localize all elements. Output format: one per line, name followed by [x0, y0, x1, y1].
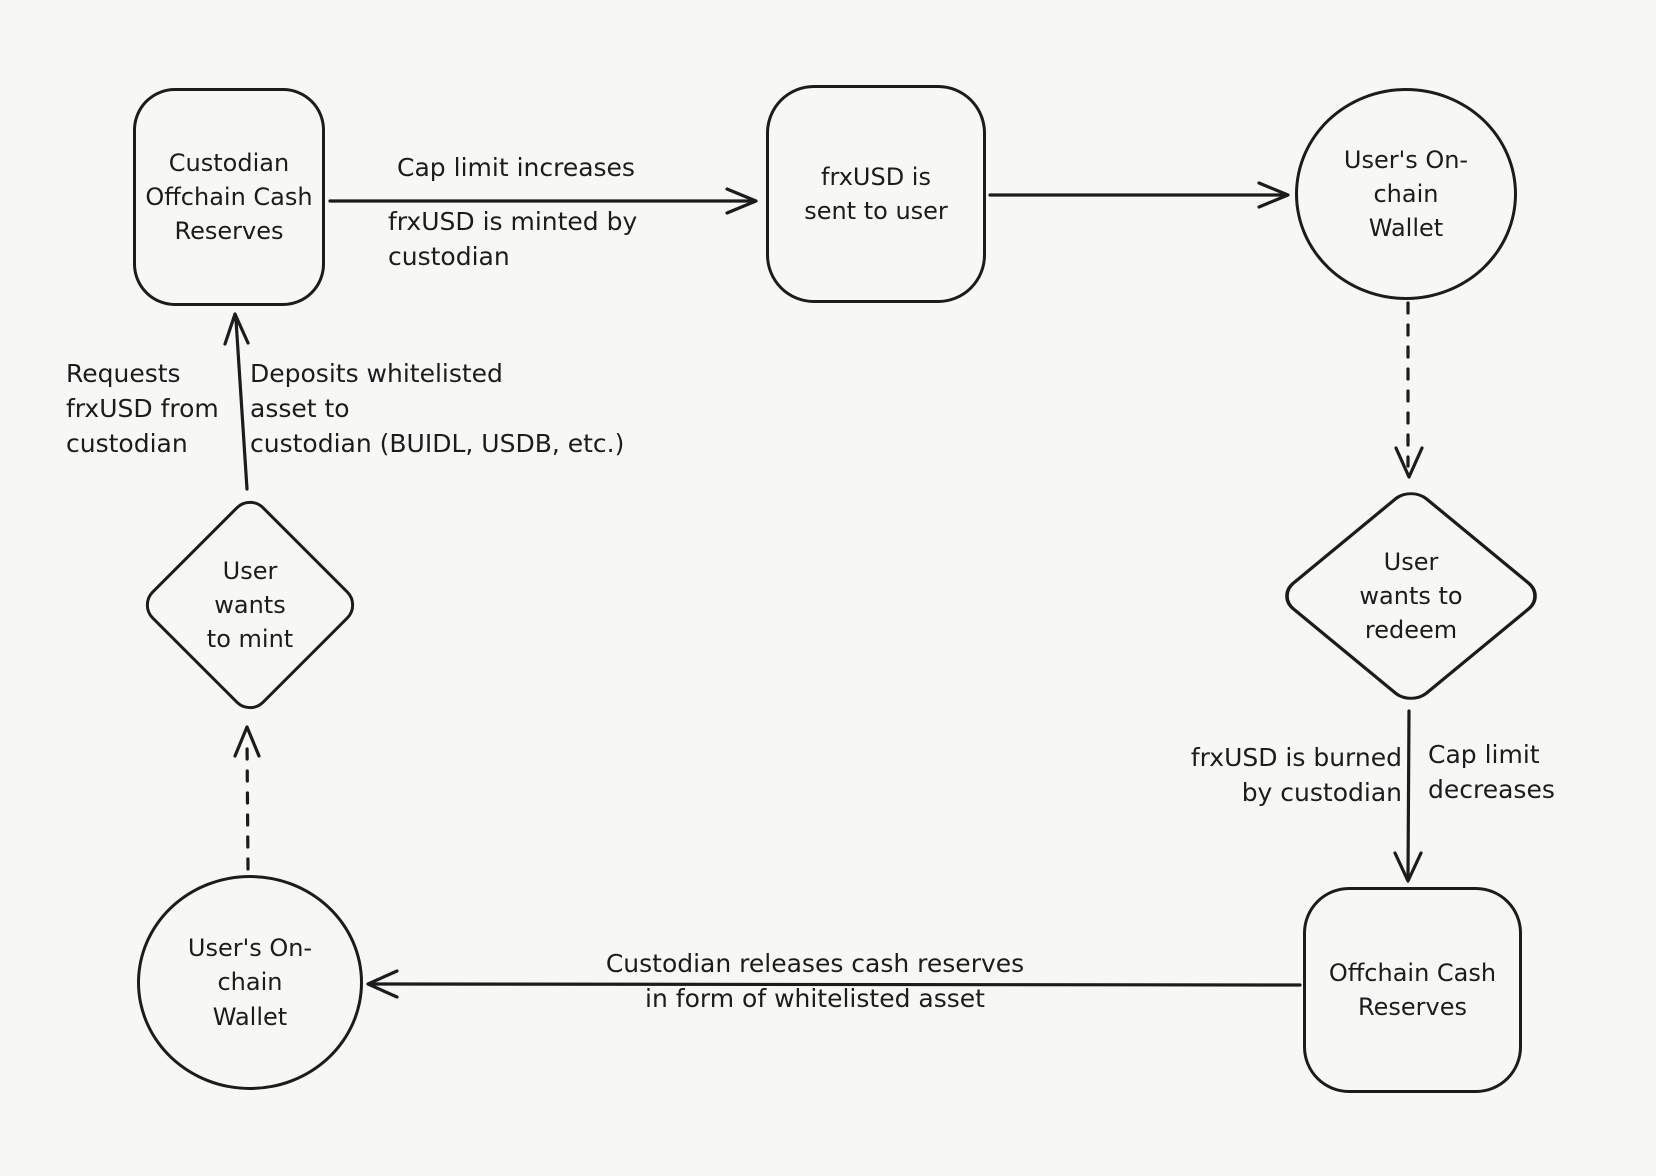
node-label: User's On- chain Wallet [1343, 145, 1469, 243]
arrow-mint-cap-increase [328, 187, 758, 215]
arrow-reserves-to-wallet [366, 969, 1302, 999]
edge-label-cap-limit-increases: Cap limit increases [397, 153, 635, 182]
edge-label-requests-frxusd: Requests frxUSD from custodian [66, 359, 219, 458]
node-users-onchain-wallet-top: User's On- chain Wallet [1295, 88, 1517, 300]
arrow-redeem-to-reserves [1393, 709, 1423, 883]
node-user-wants-to-mint: User wants to mint [137, 492, 363, 718]
node-label: frxUSD is sent to user [804, 162, 948, 225]
edge-label-deposits-whitelisted-asset: Deposits whitelisted asset to custodian … [250, 359, 625, 458]
node-offchain-cash-reserves: Offchain Cash Reserves [1303, 887, 1522, 1093]
node-label: User wants to mint [206, 556, 294, 654]
node-user-wants-to-redeem: User wants to redeem [1275, 483, 1547, 709]
node-frxusd-sent-to-user: frxUSD is sent to user [766, 85, 986, 303]
arrow-mint-to-custodian [223, 312, 250, 491]
arrow-wallet-to-redeem-dashed [1394, 301, 1424, 479]
node-label: Offchain Cash Reserves [1328, 958, 1497, 1021]
node-label: Custodian Offchain Cash Reserves [145, 148, 313, 246]
node-custodian-offchain-cash-reserves: Custodian Offchain Cash Reserves [133, 88, 325, 306]
node-users-onchain-wallet-bottom: User's On- chain Wallet [137, 875, 363, 1090]
edge-label-frxusd-burned-by-custodian: frxUSD is burned by custodian [1190, 743, 1402, 807]
arrow-wallet-to-mint-dashed [233, 725, 261, 871]
edge-label-frxusd-minted-by-custodian: frxUSD is minted by custodian [388, 207, 638, 271]
arrow-frxusd-to-wallet [988, 181, 1290, 209]
edge-label-cap-limit-decreases: Cap limit decreases [1428, 740, 1555, 804]
node-label: User's On- chain Wallet [187, 934, 313, 1031]
node-label: User wants to redeem [1359, 547, 1463, 645]
edge-label-custodian-releases-reserves: Custodian releases cash reserves in form… [605, 949, 1025, 1013]
